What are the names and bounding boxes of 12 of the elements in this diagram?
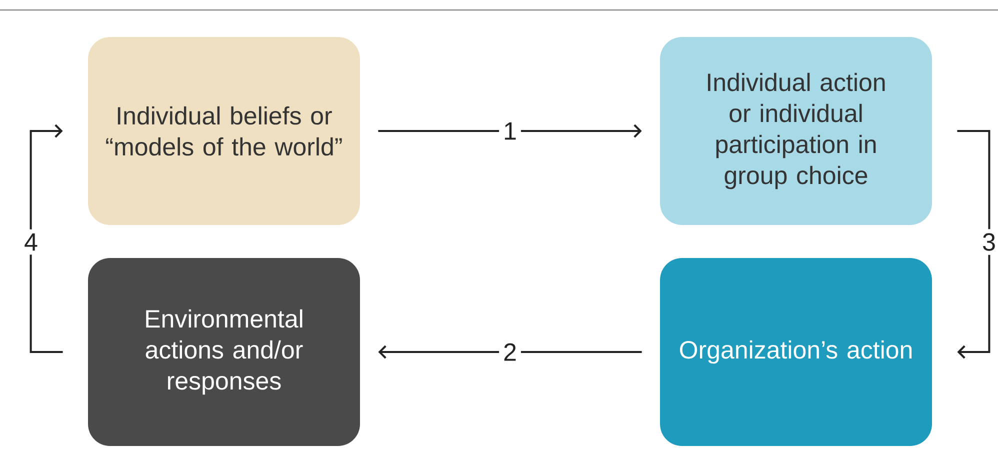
process-box: Individual beliefs or “models of the world” bbox=[88, 37, 360, 225]
arrow bbox=[957, 130, 990, 359]
arrow bbox=[30, 124, 63, 353]
arrow bbox=[378, 345, 642, 359]
process-box: Organization’s action bbox=[660, 258, 932, 446]
arrow bbox=[378, 124, 642, 138]
process-box: Individual action or individual participation in group choice bbox=[660, 37, 932, 225]
edge-label: 4 bbox=[20, 229, 42, 255]
edge-label: 1 bbox=[499, 118, 521, 144]
edge-label: 3 bbox=[978, 229, 998, 255]
edge-label: 2 bbox=[499, 339, 521, 365]
process-box: Environmental actions and/or responses bbox=[88, 258, 360, 446]
